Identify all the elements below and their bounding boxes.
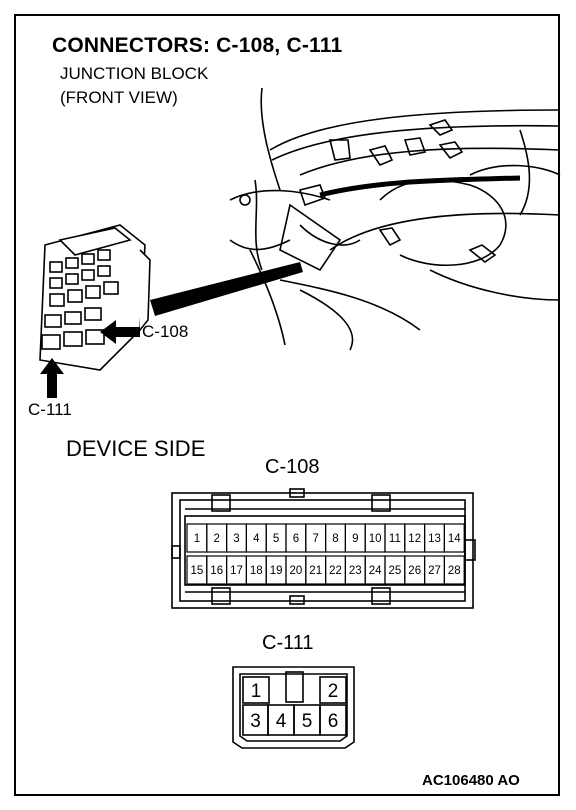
dashboard-illustration [229, 87, 561, 351]
subtitle-front-view: (FRONT VIEW) [60, 88, 178, 107]
c108-pin-16: 16 [210, 565, 223, 577]
c108-pin-23: 23 [349, 565, 362, 577]
c108-pin-5: 5 [273, 533, 279, 545]
c111-pin-4: 4 [276, 711, 287, 732]
c108-pin-8: 8 [332, 533, 338, 545]
c111-pin-5: 5 [302, 711, 313, 732]
c108-pin-21: 21 [309, 565, 322, 577]
c108-pin-13: 13 [428, 533, 441, 545]
c108-pin-cell [443, 523, 465, 553]
c108-pin-cell [443, 555, 465, 585]
c108-pin-14: 14 [448, 533, 461, 545]
c108-pin-28: 28 [448, 565, 461, 577]
c108-pin-15: 15 [191, 565, 204, 577]
c108-pin-26: 26 [408, 565, 421, 577]
c108-pin-1: 1 [194, 533, 200, 545]
c108-pin-cells [186, 523, 465, 585]
device-side-label: DEVICE SIDE [66, 436, 206, 461]
c111-pin-6: 6 [328, 711, 339, 732]
c108-pin-3: 3 [233, 533, 239, 545]
wire-bundle [319, 175, 521, 198]
reference-code: AC106480 AO [422, 772, 520, 789]
c108-heading: C-108 [265, 456, 320, 478]
c108-pin-24: 24 [369, 565, 382, 577]
c108-pin-25: 25 [389, 565, 402, 577]
diagram-title: CONNECTORS: C-108, C-111 [52, 34, 343, 57]
callout-c108-label: C-108 [142, 322, 189, 341]
c111-connector-body [232, 666, 355, 749]
c108-pin-22: 22 [329, 565, 342, 577]
c108-pin-12: 12 [408, 533, 421, 545]
c108-pin-2: 2 [213, 533, 219, 545]
c108-pin-6: 6 [293, 533, 299, 545]
arrow-c108 [100, 320, 140, 344]
c108-pin-11: 11 [389, 533, 401, 545]
c108-pin-27: 27 [428, 565, 441, 577]
c111-pin-3: 3 [250, 711, 261, 732]
junction-block-illustration [39, 224, 151, 371]
arrow-c111 [40, 358, 64, 398]
c111-pin-2: 2 [328, 681, 339, 702]
c108-pin-17: 17 [230, 565, 243, 577]
diagram-frame [14, 14, 560, 796]
callout-c111-label: C-111 [28, 400, 72, 419]
c108-pin-10: 10 [369, 533, 382, 545]
c108-pin-18: 18 [250, 565, 263, 577]
c108-pin-4: 4 [253, 533, 260, 545]
c108-pin-9: 9 [352, 533, 358, 545]
c111-heading: C-111 [262, 632, 314, 654]
location-leader [150, 262, 303, 316]
c108-connector-body [171, 488, 476, 609]
c111-pin-1: 1 [251, 681, 262, 702]
subtitle-junction-block: JUNCTION BLOCK [60, 64, 209, 83]
c108-pin-20: 20 [290, 565, 303, 577]
c108-pin-19: 19 [270, 565, 283, 577]
c108-pin-7: 7 [312, 533, 318, 545]
